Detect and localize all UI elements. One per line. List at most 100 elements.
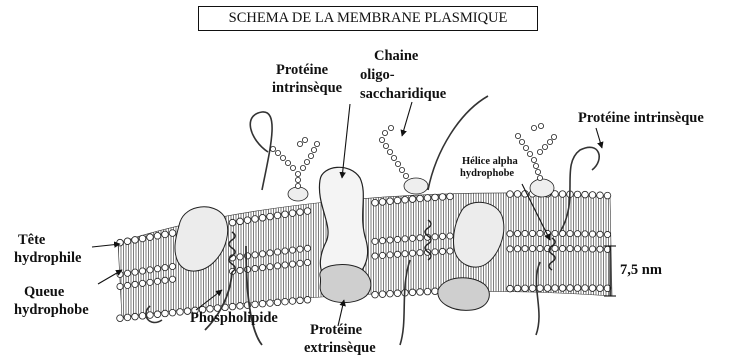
- label-epaisseur: 7,5 nm: [620, 262, 662, 279]
- head-top: [124, 238, 131, 245]
- head-bottom: [574, 285, 581, 292]
- head-top: [139, 235, 146, 242]
- head-inner: [259, 251, 265, 257]
- head-inner: [514, 246, 520, 252]
- head-inner: [304, 245, 310, 251]
- head-top: [282, 211, 289, 218]
- head-inner: [372, 253, 378, 259]
- head-inner: [139, 268, 145, 274]
- head-bottom: [259, 300, 266, 307]
- head-inner: [537, 230, 543, 236]
- head-inner: [522, 230, 528, 236]
- head-inner: [589, 246, 595, 252]
- head-inner: [274, 263, 280, 269]
- head-top: [507, 191, 514, 198]
- head-top: [379, 199, 386, 206]
- head-inner: [162, 277, 168, 283]
- label-chaine-3: saccharidique: [360, 86, 446, 103]
- label-queue-1: Queue: [24, 284, 64, 301]
- head-bottom: [522, 285, 529, 292]
- head-top: [259, 214, 266, 221]
- head-top: [447, 193, 454, 200]
- head-bottom: [529, 285, 536, 292]
- head-top: [244, 217, 251, 224]
- head-bottom: [567, 285, 574, 292]
- head-bottom: [559, 285, 566, 292]
- head-bottom: [417, 289, 424, 296]
- head-inner: [237, 267, 243, 273]
- head-top: [417, 195, 424, 202]
- head-inner: [394, 236, 400, 242]
- head-top: [604, 192, 611, 199]
- head-inner: [244, 266, 250, 272]
- head-bottom: [304, 296, 311, 303]
- head-bottom: [162, 310, 169, 317]
- head-top: [237, 218, 244, 225]
- head-bottom: [514, 285, 521, 292]
- head-inner: [597, 246, 603, 252]
- head-inner: [297, 246, 303, 252]
- head-inner: [514, 231, 520, 237]
- head-bottom: [132, 313, 139, 320]
- head-top: [402, 196, 409, 203]
- head-inner: [147, 279, 153, 285]
- head-inner: [289, 247, 295, 253]
- head-inner: [379, 238, 385, 244]
- head-bottom: [177, 309, 184, 316]
- head-inner: [417, 250, 423, 256]
- head-inner: [132, 269, 138, 275]
- head-inner: [529, 245, 535, 251]
- head-top: [589, 192, 596, 199]
- head-bottom: [589, 285, 596, 292]
- head-top: [574, 191, 581, 198]
- head-top: [229, 219, 236, 226]
- head-top: [432, 194, 439, 201]
- head-inner: [252, 252, 258, 258]
- head-inner: [507, 246, 513, 252]
- head-inner: [529, 230, 535, 236]
- head-bottom: [169, 309, 176, 316]
- head-top: [387, 198, 394, 205]
- head-top: [304, 208, 311, 215]
- head-bottom: [432, 288, 439, 295]
- label-queue-2: hydrophobe: [14, 302, 89, 319]
- head-bottom: [387, 290, 394, 297]
- head-top: [252, 216, 259, 223]
- head-inner: [574, 231, 580, 237]
- head-bottom: [544, 285, 551, 292]
- head-top: [582, 191, 589, 198]
- head-bottom: [124, 314, 131, 321]
- head-inner: [252, 265, 258, 271]
- head-bottom: [282, 298, 289, 305]
- head-inner: [237, 254, 243, 260]
- head-inner: [169, 276, 175, 282]
- extrinsic-protein-right: [438, 278, 490, 311]
- head-inner: [154, 266, 160, 272]
- head-inner: [409, 235, 415, 241]
- head-top: [289, 210, 296, 217]
- head-top: [439, 194, 446, 201]
- head-inner: [597, 231, 603, 237]
- head-bottom: [394, 290, 401, 297]
- head-top: [147, 234, 154, 241]
- head-inner: [409, 250, 415, 256]
- head-bottom: [424, 288, 431, 295]
- head-inner: [297, 260, 303, 266]
- head-inner: [289, 261, 295, 267]
- head-inner: [604, 231, 610, 237]
- head-inner: [387, 252, 393, 258]
- head-bottom: [289, 298, 296, 305]
- head-inner: [117, 283, 123, 289]
- head-top: [394, 197, 401, 204]
- diagram-title: SCHEMA DE LA MEMBRANE PLASMIQUE: [198, 6, 538, 31]
- head-bottom: [147, 312, 154, 319]
- head-bottom: [372, 291, 379, 298]
- head-top: [597, 192, 604, 199]
- head-inner: [259, 265, 265, 271]
- head-bottom: [274, 299, 281, 306]
- label-helice-1: Hélice alpha: [462, 156, 518, 168]
- head-inner: [162, 265, 168, 271]
- label-chaine-1: Chaine: [374, 48, 418, 65]
- head-inner: [147, 267, 153, 273]
